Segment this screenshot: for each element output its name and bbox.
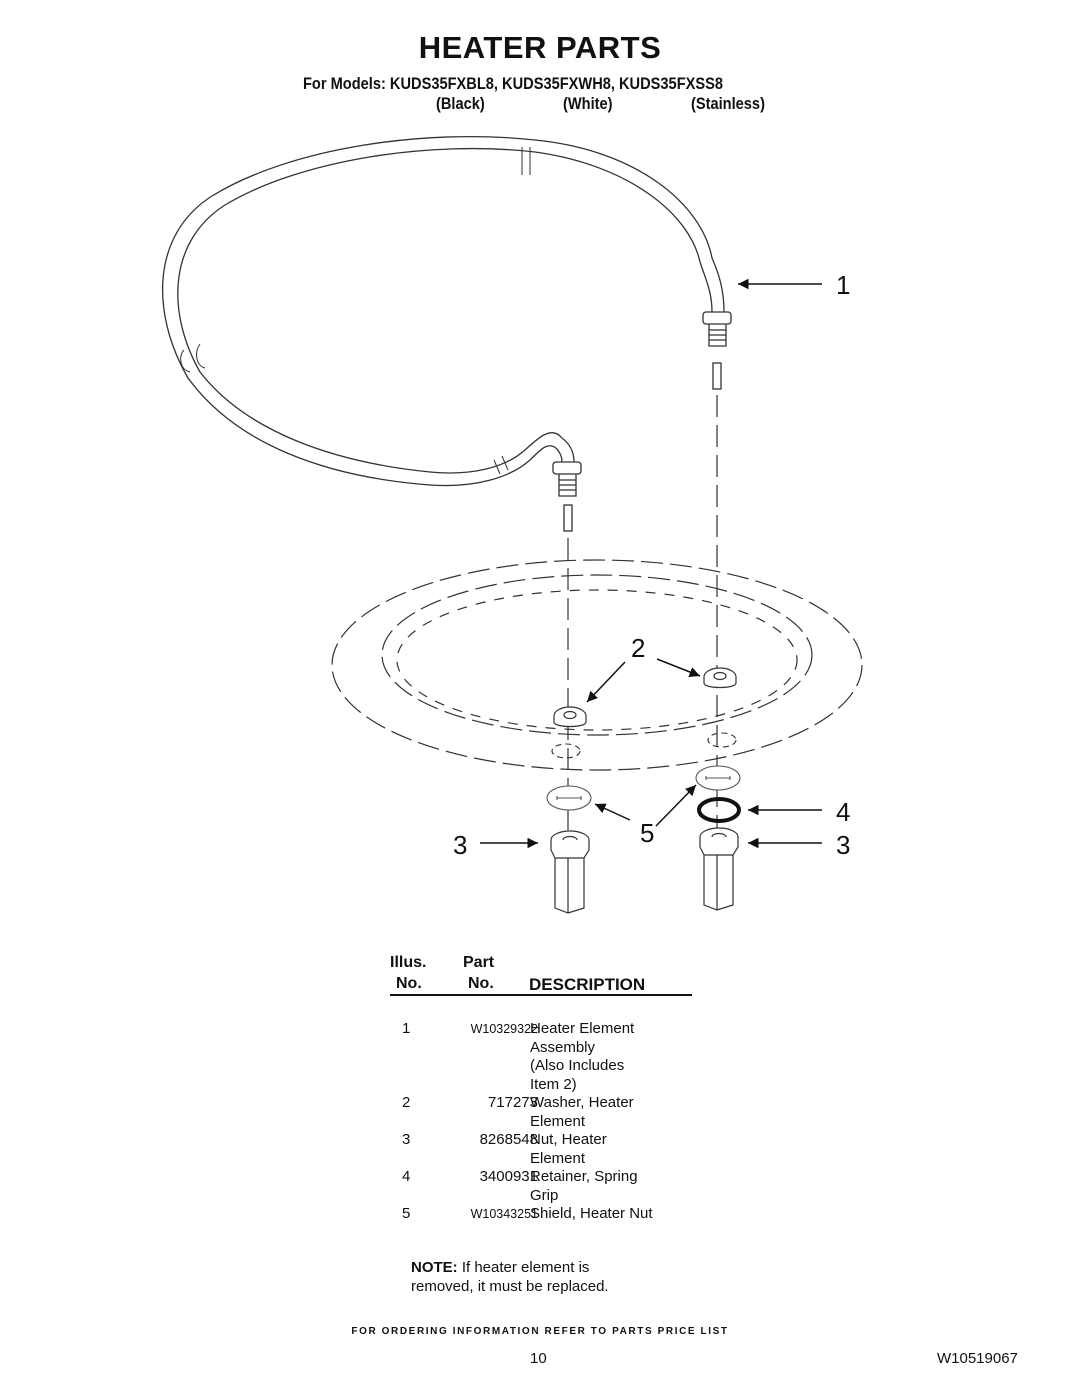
header-part-bottom: No. bbox=[468, 975, 494, 992]
illus-number: 5 bbox=[402, 1205, 411, 1222]
callout-2: 2 bbox=[631, 633, 646, 663]
page-title: HEATER PARTS bbox=[418, 30, 662, 65]
document-number: W10519067 bbox=[937, 1350, 1018, 1367]
part-number: 8268548 bbox=[479, 1131, 538, 1148]
parts-row: 5 W10343251 Shield, Heater Nut bbox=[390, 1205, 710, 1224]
description-line: Grip bbox=[530, 1186, 559, 1204]
description-line: Shield, Heater Nut bbox=[530, 1205, 653, 1222]
heater-element bbox=[161, 135, 732, 532]
note-text: removed, it must be replaced. bbox=[411, 1278, 609, 1295]
variant-white: (White) bbox=[563, 94, 613, 113]
description-line: Item 2) bbox=[530, 1075, 577, 1093]
description-line: Element bbox=[530, 1112, 586, 1130]
callout-4: 4 bbox=[836, 797, 851, 827]
illus-number: 2 bbox=[402, 1094, 411, 1111]
part-number: W10329322 bbox=[470, 1022, 538, 1036]
header-part-top: Part bbox=[463, 954, 495, 971]
page-number: 10 bbox=[530, 1350, 547, 1367]
variant-black: (Black) bbox=[436, 94, 485, 113]
part-number: W10343251 bbox=[470, 1207, 538, 1221]
header-description: DESCRIPTION bbox=[529, 975, 646, 994]
callout-1: 1 bbox=[836, 270, 851, 300]
washer-heater-element bbox=[553, 667, 737, 728]
retainer-spring-grip bbox=[697, 797, 741, 823]
illus-number: 4 bbox=[402, 1168, 411, 1185]
parts-row: 3 8268548 Nut, Heater Element bbox=[390, 1131, 710, 1168]
nut-heater-element bbox=[550, 827, 739, 914]
header-illus-top: Illus. bbox=[390, 954, 427, 971]
callout-3-right: 3 bbox=[836, 830, 851, 860]
note-text: If heater element is bbox=[457, 1259, 590, 1276]
description-line: Washer, Heater bbox=[530, 1094, 634, 1111]
description-line: Assembly bbox=[530, 1038, 596, 1056]
note: NOTE: If heater element is removed, it m… bbox=[411, 1258, 711, 1296]
callout-5: 5 bbox=[640, 818, 655, 848]
parts-row: 1 W10329322 Heater Element Assembly (Als… bbox=[390, 1020, 710, 1094]
header-rule bbox=[390, 994, 692, 996]
parts-list: 1 W10329322 Heater Element Assembly (Als… bbox=[390, 1020, 710, 1224]
description-line: Heater Element bbox=[530, 1020, 635, 1037]
ordering-info: FOR ORDERING INFORMATION REFER TO PARTS … bbox=[351, 1326, 729, 1337]
shield-heater-nut bbox=[546, 765, 741, 811]
callout-3-left: 3 bbox=[453, 830, 468, 860]
assembly-lines bbox=[567, 395, 718, 830]
parts-row: 4 3400931 Retainer, Spring Grip bbox=[390, 1168, 710, 1205]
tub-floor bbox=[331, 559, 863, 771]
part-number: 3400931 bbox=[479, 1168, 538, 1185]
part-number: 717273 bbox=[487, 1094, 538, 1111]
description-line: Element bbox=[530, 1149, 586, 1167]
description-line: (Also Includes bbox=[530, 1057, 625, 1074]
note-label: NOTE: bbox=[411, 1259, 458, 1276]
variant-stainless: (Stainless) bbox=[691, 94, 765, 113]
models-line: For Models: KUDS35FXBL8, KUDS35FXWH8, KU… bbox=[303, 74, 724, 93]
illus-number: 1 bbox=[402, 1020, 411, 1037]
parts-row: 2 717273 Washer, Heater Element bbox=[390, 1094, 710, 1131]
illus-number: 3 bbox=[402, 1131, 411, 1148]
description-line: Nut, Heater bbox=[530, 1131, 607, 1148]
description-line: Retainer, Spring bbox=[530, 1168, 638, 1185]
header-illus-bottom: No. bbox=[396, 975, 422, 992]
